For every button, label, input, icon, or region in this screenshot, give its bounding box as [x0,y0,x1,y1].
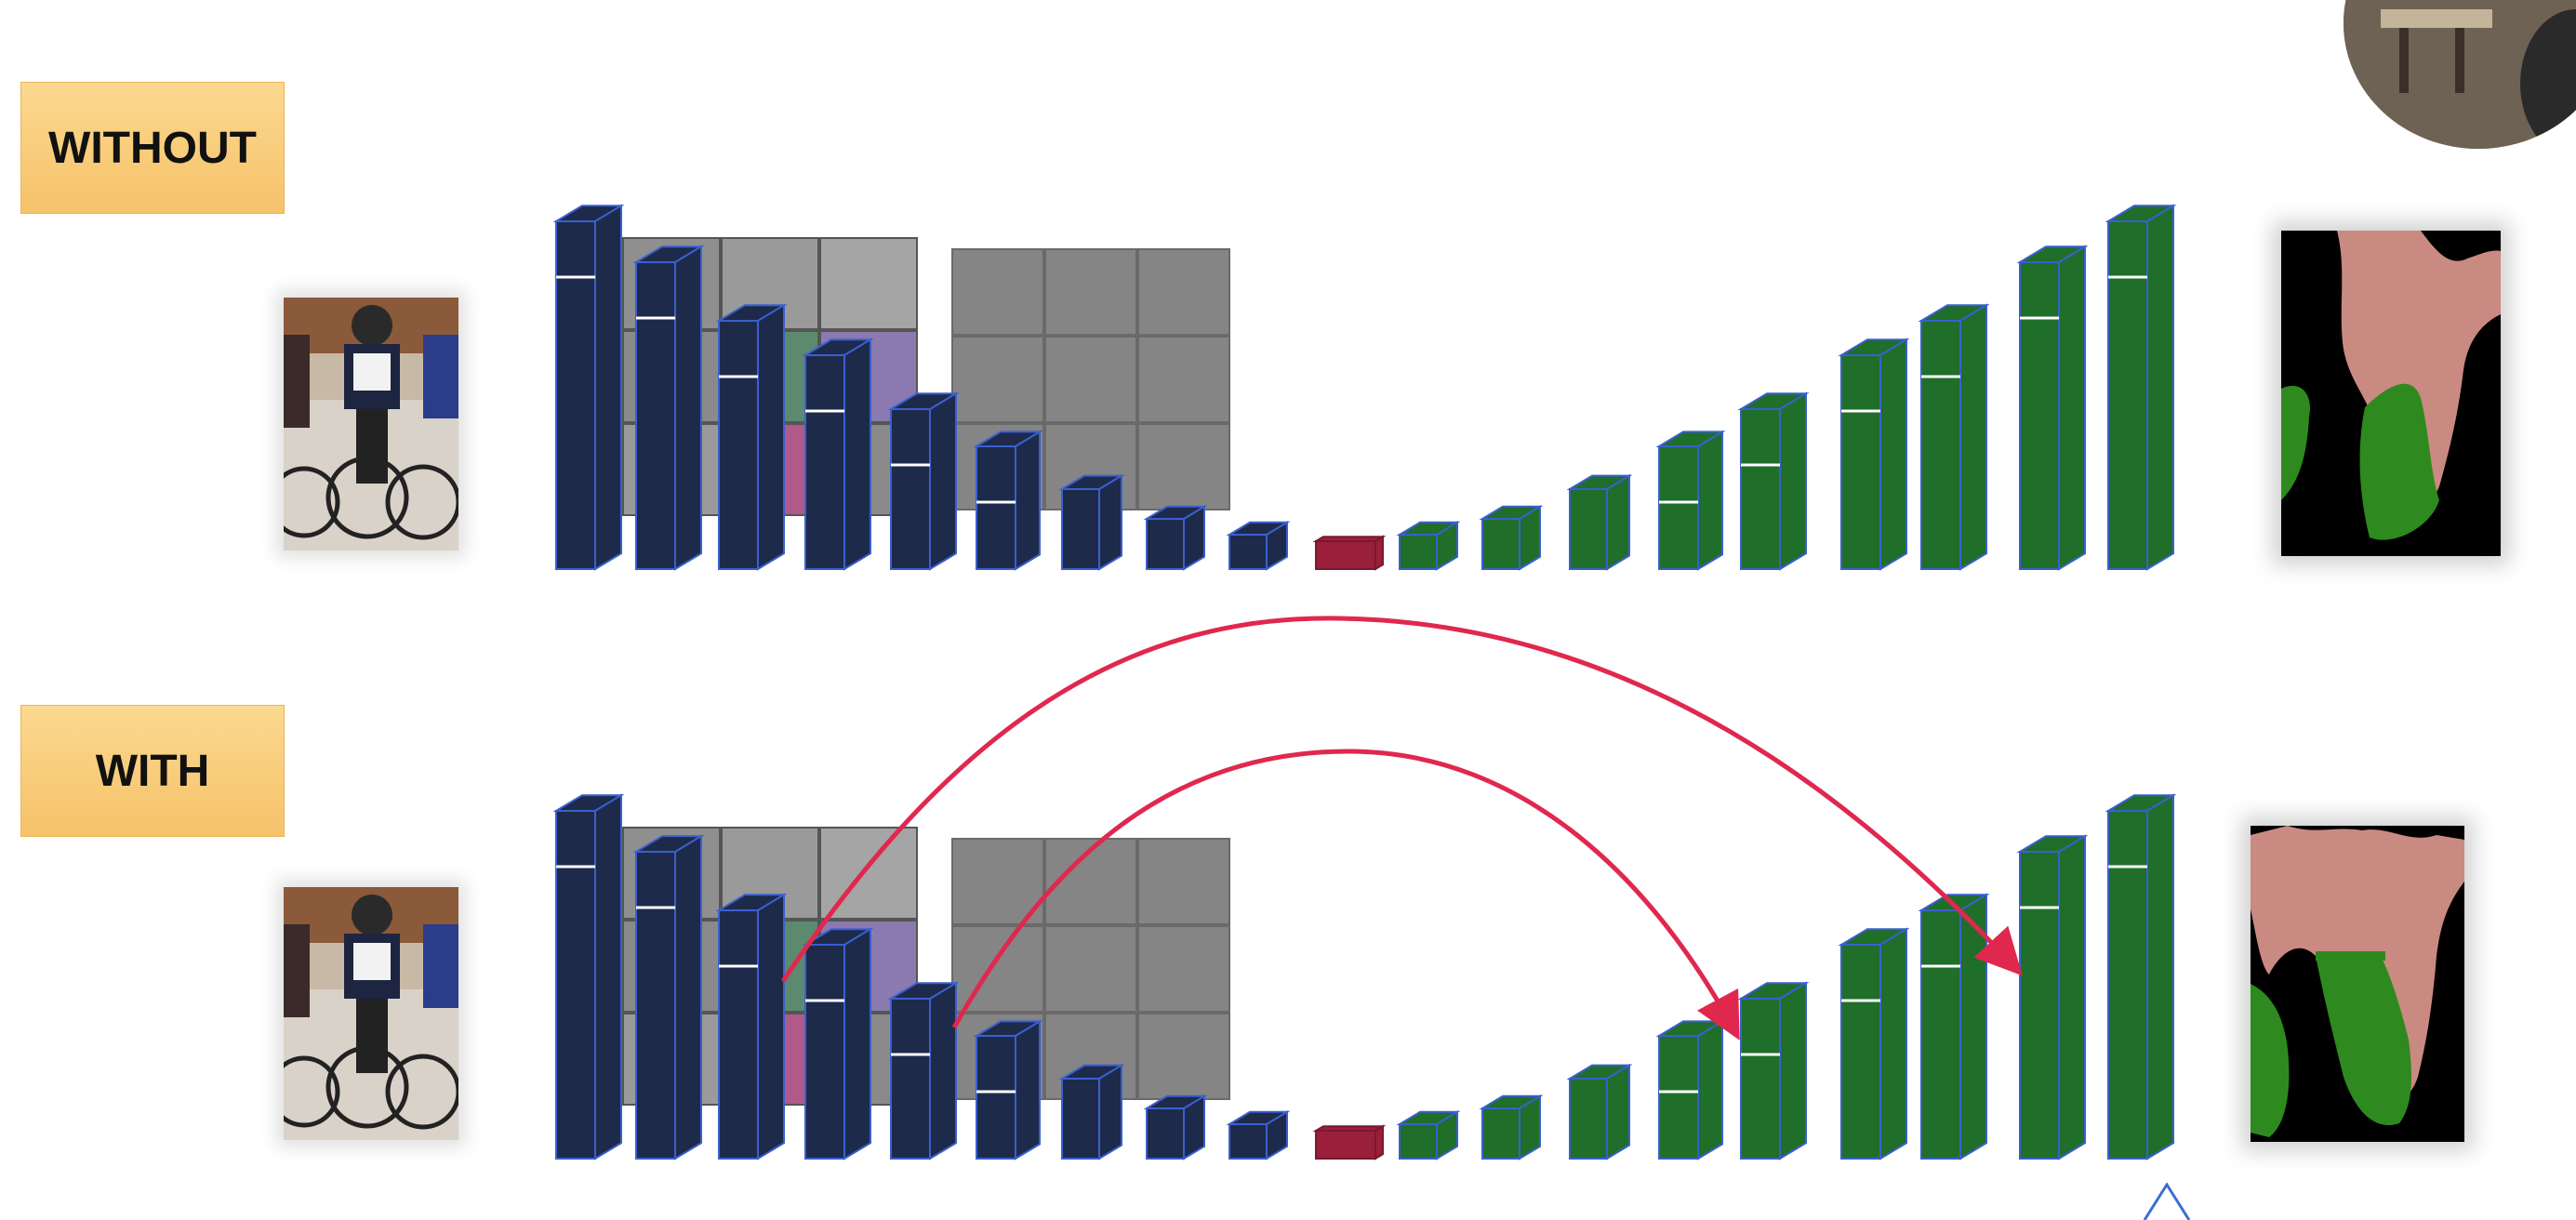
encoder-block [632,245,705,571]
encoder-block [715,893,788,1160]
output-mask-bottom [2251,826,2464,1142]
decoder-block [2016,834,2089,1160]
decoder-block [1566,1063,1633,1160]
encoder-block [802,338,874,571]
decoder-block [2105,204,2177,571]
without-label: WITHOUT [20,82,285,214]
decoder-block [1838,927,1910,1160]
encoder-block [1143,1094,1208,1160]
decoder-block [1918,893,1990,1160]
input-image-bottom [284,887,458,1140]
cursor-icon [2143,1182,2191,1220]
decoder-block [1655,430,1726,571]
decoder-block [1838,338,1910,571]
decoder-block [1566,473,1633,571]
encoder-block [552,204,625,571]
decoder-block [1396,1110,1461,1160]
encoder-block [1226,521,1291,571]
input-image-top [284,298,458,550]
encoder-block [552,793,625,1160]
skip-connection-inner [951,749,1740,1041]
encoder-block [973,430,1043,571]
decoder-block [2016,245,2089,571]
output-mask-top [2281,231,2501,556]
decoder-block [1737,391,1810,571]
encoder-block [887,391,960,571]
encoder-block [632,834,705,1160]
bottleneck-block [1312,1124,1387,1160]
skip-connection-outer [780,616,2023,983]
bottleneck-block [1312,535,1387,571]
decoder-block [1479,505,1544,571]
with-label: WITH [20,705,285,837]
decoder-block [1737,981,1810,1160]
decoder-block [1396,521,1461,571]
encoder-block [887,981,960,1160]
decoder-block [1918,303,1990,571]
decoder-block [2105,793,2177,1160]
encoder-block [973,1019,1043,1160]
encoder-block [1058,1063,1125,1160]
encoder-block [1143,505,1208,571]
decoder-block [1655,1019,1726,1160]
encoder-block [1226,1110,1291,1160]
encoder-block [715,303,788,571]
encoder-block [802,927,874,1160]
encoder-block [1058,473,1125,571]
decoder-block [1479,1094,1544,1160]
feature-grid-late [951,248,1230,511]
